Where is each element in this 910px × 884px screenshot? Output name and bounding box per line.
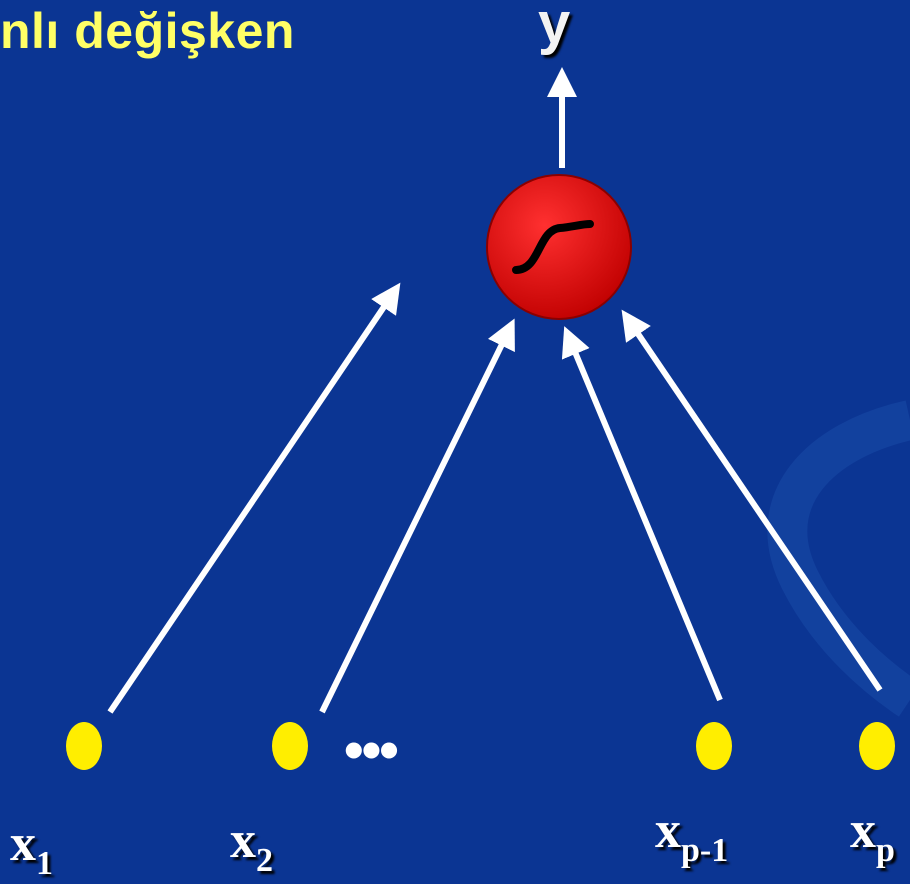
sigmoid-icon xyxy=(512,220,594,274)
output-label: y xyxy=(538,0,571,56)
input-node-x1 xyxy=(66,722,102,770)
input-node-x2 xyxy=(272,722,308,770)
input-label-x1: x1 xyxy=(10,815,53,882)
neuron-node xyxy=(486,174,632,320)
input-node-xp xyxy=(859,722,895,770)
ellipsis: ••• xyxy=(344,718,399,781)
input-node-xp-1 xyxy=(696,722,732,770)
input-arrow-x1 xyxy=(107,282,401,714)
page-title: nlı değişken xyxy=(0,3,295,59)
input-label-xp: xp xyxy=(850,802,895,869)
input-label-xp-1: xp-1 xyxy=(655,802,729,869)
input-arrow-xp xyxy=(621,309,883,692)
input-arrow-x2 xyxy=(319,318,515,714)
input-label-x2: x2 xyxy=(230,812,273,879)
input-arrow-xp-1 xyxy=(561,326,723,702)
